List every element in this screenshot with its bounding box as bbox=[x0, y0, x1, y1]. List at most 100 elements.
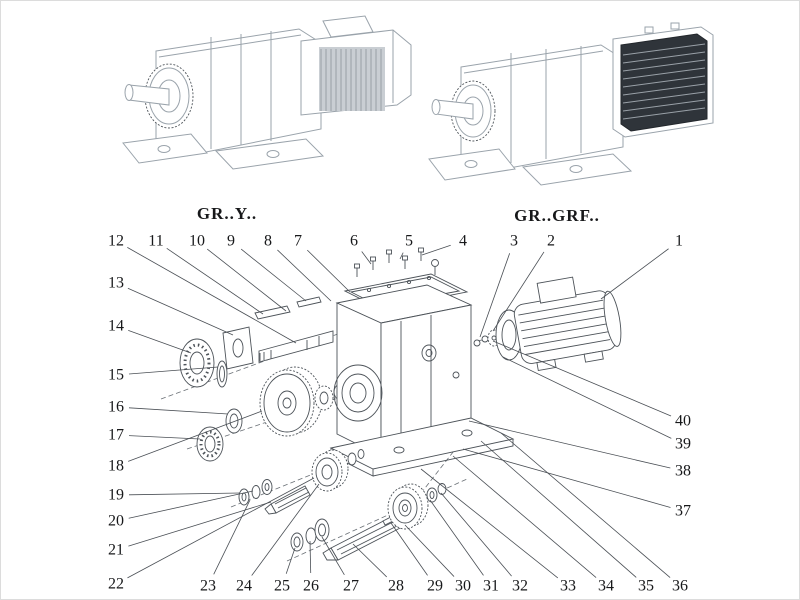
motor-assembly bbox=[495, 276, 622, 372]
leader-line-5 bbox=[399, 252, 404, 260]
part-number-16: 16 bbox=[108, 399, 124, 416]
mounting-foot bbox=[214, 138, 325, 170]
motor-fins bbox=[320, 49, 382, 111]
part-number-17: 17 bbox=[108, 427, 124, 444]
output-shaft-group bbox=[290, 483, 447, 561]
breather-plug bbox=[431, 259, 439, 267]
overview-unit-gr-grf bbox=[428, 22, 714, 186]
part-number-36: 36 bbox=[672, 578, 688, 595]
mounting-foot bbox=[122, 133, 208, 164]
part-number-6: 6 bbox=[350, 233, 358, 250]
retaining-ring bbox=[314, 518, 330, 542]
part-number-37: 37 bbox=[675, 503, 691, 520]
leader-line-24 bbox=[251, 483, 320, 576]
part-number-11: 11 bbox=[148, 233, 163, 250]
leader-line-32 bbox=[440, 492, 512, 577]
part-number-26: 26 bbox=[303, 578, 319, 595]
model-label-gr-y: GR..Y.. bbox=[197, 204, 257, 223]
block-bolt bbox=[644, 26, 654, 34]
washer bbox=[290, 532, 304, 552]
part-number-33: 33 bbox=[560, 578, 576, 595]
part-number-12: 12 bbox=[108, 233, 124, 250]
dark-drive-block bbox=[620, 33, 708, 132]
washer bbox=[251, 485, 261, 499]
cover-bolts bbox=[354, 247, 439, 277]
leader-line-10 bbox=[206, 248, 287, 312]
small-gear bbox=[314, 385, 334, 411]
leader-line-2 bbox=[492, 251, 545, 332]
leader-line-33 bbox=[420, 468, 559, 579]
part-number-38: 38 bbox=[675, 463, 691, 480]
leader-line-21 bbox=[128, 501, 272, 547]
part-number-1: 1 bbox=[675, 233, 683, 250]
output-shaft bbox=[128, 84, 170, 106]
seal-ring bbox=[216, 360, 228, 388]
leader-line-12 bbox=[127, 247, 297, 344]
part-number-27: 27 bbox=[343, 578, 359, 595]
part-number-13: 13 bbox=[108, 275, 124, 292]
leader-line-25 bbox=[285, 547, 296, 574]
part-number-40: 40 bbox=[675, 413, 691, 430]
terminal-box bbox=[536, 276, 577, 304]
washer bbox=[473, 339, 481, 347]
leader-line-20 bbox=[128, 490, 254, 519]
washer bbox=[357, 449, 365, 459]
leader-line-26 bbox=[309, 540, 312, 574]
model-label-gr-grf: GR..GRF.. bbox=[514, 206, 600, 225]
leader-line-35 bbox=[480, 440, 637, 578]
intermediate-gear-group bbox=[196, 366, 345, 462]
leader-line-40 bbox=[492, 340, 672, 417]
part-number-19: 19 bbox=[108, 487, 124, 504]
leader-line-18 bbox=[128, 410, 263, 462]
part-number-7: 7 bbox=[294, 233, 302, 250]
washer bbox=[238, 488, 250, 506]
leader-line-23 bbox=[213, 499, 251, 575]
part-number-14: 14 bbox=[108, 318, 124, 335]
part-number-24: 24 bbox=[236, 578, 252, 595]
part-number-3: 3 bbox=[510, 233, 518, 250]
part-number-39: 39 bbox=[675, 436, 691, 453]
input-shaft bbox=[258, 330, 334, 363]
fan-cover bbox=[603, 290, 622, 347]
washer bbox=[426, 487, 438, 503]
leader-line-37 bbox=[462, 448, 671, 508]
leader-line-31 bbox=[429, 499, 484, 576]
part-number-32: 32 bbox=[512, 578, 528, 595]
washer bbox=[347, 452, 357, 466]
leader-line-38 bbox=[468, 420, 671, 469]
leader-line-15 bbox=[128, 366, 219, 375]
leader-line-28 bbox=[352, 543, 387, 578]
part-number-10: 10 bbox=[189, 233, 205, 250]
pinion-shaft bbox=[270, 485, 311, 514]
leader-line-9 bbox=[240, 248, 307, 302]
oil-plug bbox=[452, 371, 460, 379]
part-number-35: 35 bbox=[638, 578, 654, 595]
shaft-key bbox=[296, 296, 322, 308]
exploded-view bbox=[160, 247, 622, 562]
part-number-5: 5 bbox=[405, 233, 413, 250]
housing-bore bbox=[333, 364, 383, 422]
leader-line-19 bbox=[128, 492, 241, 496]
leader-line-13 bbox=[127, 287, 234, 336]
leader-line-39 bbox=[502, 356, 672, 439]
bearing-cover bbox=[222, 326, 254, 370]
leader-line-1 bbox=[600, 248, 669, 300]
block-fins bbox=[622, 43, 706, 120]
overview-unit-gr-y bbox=[122, 15, 412, 170]
mounting-foot bbox=[428, 148, 516, 181]
leader-line-4 bbox=[421, 244, 451, 256]
part-number-22: 22 bbox=[108, 576, 124, 593]
part-number-20: 20 bbox=[108, 513, 124, 530]
shaft-key bbox=[254, 305, 291, 320]
part-number-15: 15 bbox=[108, 367, 124, 384]
washer bbox=[261, 479, 273, 495]
gear-housing bbox=[329, 247, 515, 477]
part-number-21: 21 bbox=[108, 542, 124, 559]
washer bbox=[437, 483, 447, 495]
leader-line-11 bbox=[166, 247, 264, 315]
pinion-shaft-group bbox=[238, 449, 365, 515]
part-number-25: 25 bbox=[274, 578, 290, 595]
